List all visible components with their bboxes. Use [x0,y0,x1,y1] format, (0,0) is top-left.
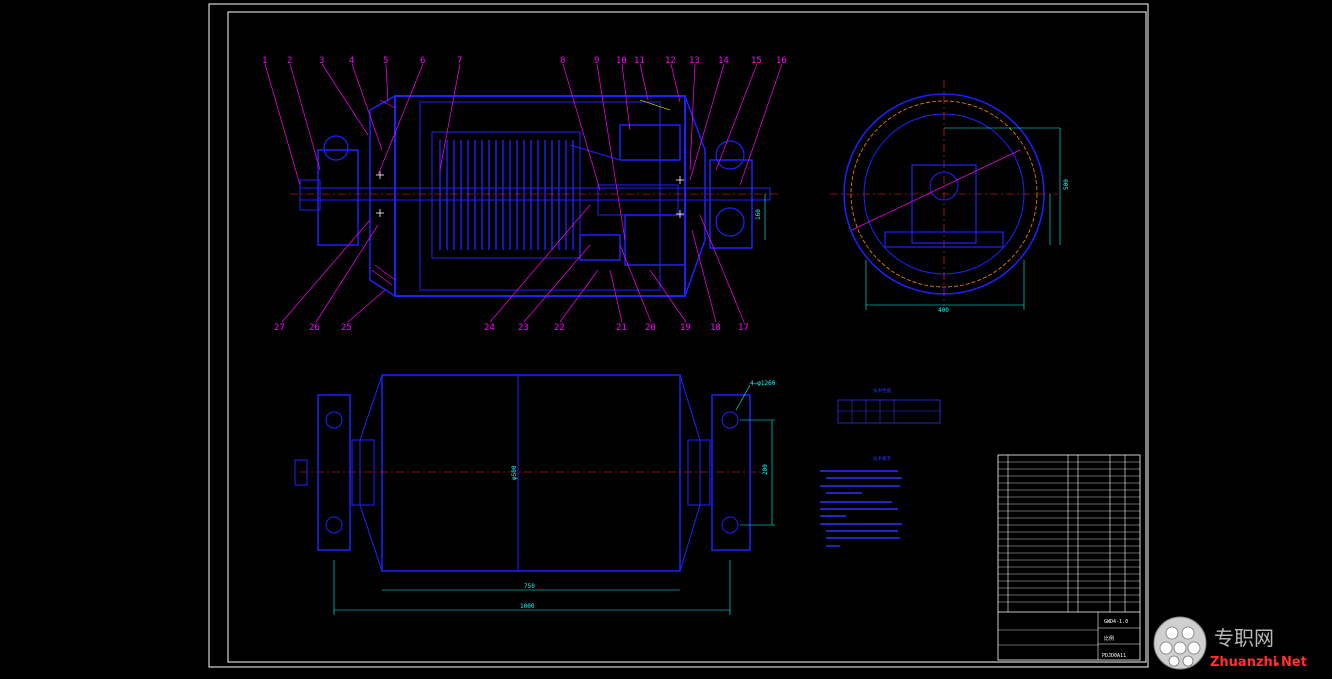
part-label-10: 10 [616,56,627,66]
sheet-number: PDJD0A11 [1102,653,1126,659]
part-label-24: 24 [484,323,495,333]
part-label-12: 12 [665,56,676,66]
tech-req-title: 技术要求 [873,455,891,462]
section-view: 160 [290,94,780,298]
part-label-18: 18 [710,323,721,333]
part-label-4: 4 [349,56,354,66]
tech-table-title: 技术性能 [873,387,891,394]
part-label-19: 19 [680,323,691,333]
part-label-16: 16 [776,56,787,66]
dim-end-width: 400 [938,307,949,314]
watermark: 专职网 Zhuanzhi Net [1153,616,1307,670]
tech-requirements: 技术要求 [820,455,902,547]
end-view: 500 400 [830,80,1070,314]
watermark-dot [1275,662,1279,666]
outer-frame [208,3,1149,668]
drawing-number: GWD4-1.0 [1104,619,1128,625]
part-labels: 1 2 3 4 5 6 7 8 9 10 11 12 13 14 15 16 1… [262,56,787,333]
plan-view: 4—φ1260 200 φ500 750 1000 [294,374,776,615]
dim-drum-length: 750 [524,583,535,590]
part-label-1: 1 [262,56,267,66]
leader-lines-bottom [281,204,745,323]
dim-bolt-note: 4—φ1260 [750,380,776,387]
watermark-cn: 专职网 [1214,626,1274,650]
part-label-27: 27 [274,323,285,333]
part-label-26: 26 [309,323,320,333]
part-label-2: 2 [287,56,292,66]
part-label-20: 20 [645,323,656,333]
part-label-23: 23 [518,323,529,333]
part-label-6: 6 [420,56,425,66]
watermark-tld: Net [1281,655,1307,670]
part-label-9: 9 [594,56,599,66]
part-label-22: 22 [554,323,565,333]
part-label-5: 5 [383,56,388,66]
part-label-25: 25 [341,323,352,333]
part-label-17: 17 [738,323,749,333]
dim-bolt-spacing: 200 [762,464,769,475]
dim-drum-diameter: φ500 [511,465,518,480]
dim-shaft-height: 160 [755,209,762,220]
watermark-logo-icon [1153,616,1207,670]
part-label-21: 21 [616,323,627,333]
part-label-8: 8 [560,56,565,66]
watermark-en: Zhuanzhi [1210,655,1277,670]
dim-overall-length: 1000 [520,603,535,610]
inner-frame [227,11,1147,663]
motor-windings [439,140,574,250]
part-label-14: 14 [718,56,729,66]
part-label-3: 3 [319,56,324,66]
leader-lines-top [264,63,783,241]
part-label-15: 15 [751,56,762,66]
scale-label: 比例 [1104,635,1114,642]
part-label-11: 11 [634,56,645,66]
tech-spec-table: 技术性能 [837,387,941,424]
part-label-13: 13 [689,56,700,66]
dim-end-height: 500 [1063,179,1070,190]
title-block: GWD4-1.0 PDJD0A11 比例 [997,454,1141,661]
part-label-7: 7 [457,56,462,66]
